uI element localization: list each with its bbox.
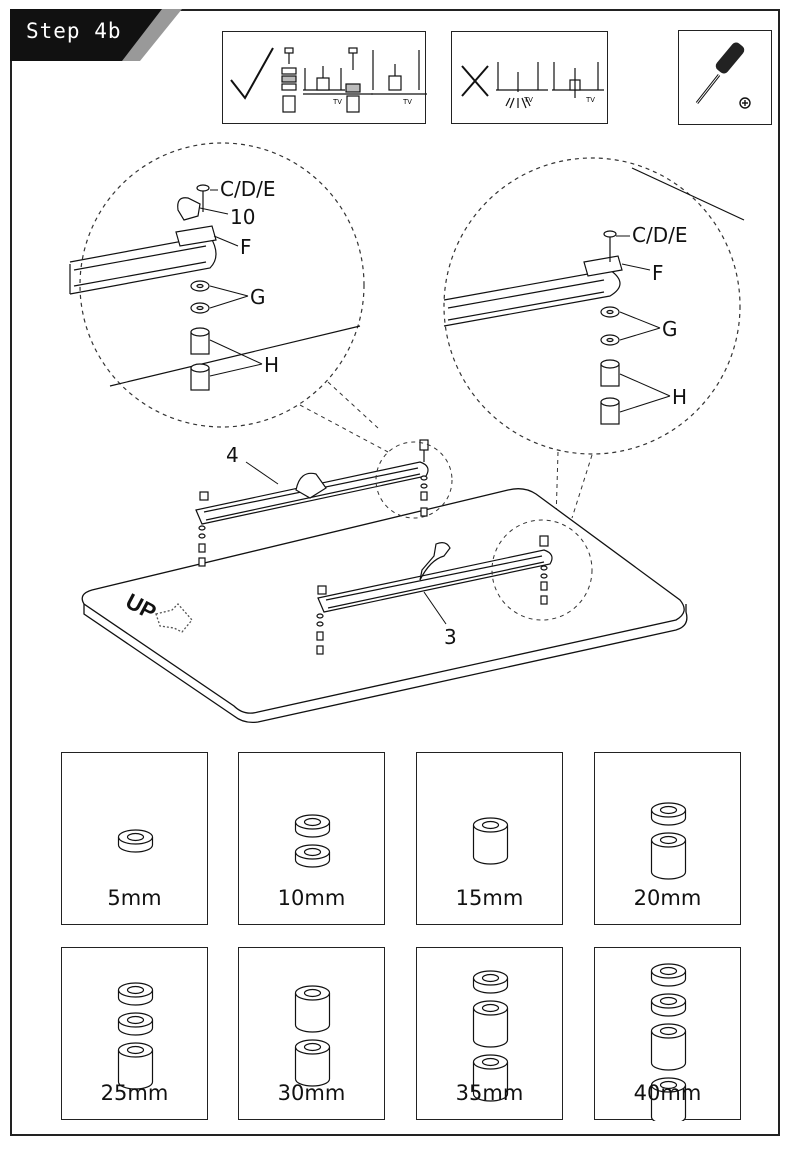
spacer-icon xyxy=(472,1054,509,1102)
spacer-option-30mm: 30mm xyxy=(238,947,385,1120)
spacer-stack-illustration xyxy=(472,817,509,865)
spacer-stack-illustration xyxy=(294,985,331,1087)
direction-arrow-icon xyxy=(155,603,193,633)
spacer-part xyxy=(190,327,210,391)
callout-clip: 10 xyxy=(230,205,255,229)
spacer-option-20mm: 20mm xyxy=(594,752,741,925)
spacer-icon xyxy=(472,817,509,865)
callout-screws: C/D/E xyxy=(220,177,275,201)
left-detail-view: C/D/E 10 F G H xyxy=(69,142,389,453)
spacer-option-label: 40mm xyxy=(633,1081,702,1105)
arm-part-4 xyxy=(195,439,429,567)
spacer-option-label: 20mm xyxy=(633,886,702,910)
step-badge xyxy=(10,9,182,61)
mount-bracket-icon xyxy=(371,50,427,95)
washer-icon xyxy=(117,829,154,853)
spacer-icon xyxy=(650,1077,687,1121)
callout-spacers: H xyxy=(264,353,279,377)
screwdriver-icon xyxy=(695,42,745,104)
wrong-installation-panel: TV TV xyxy=(451,31,608,124)
phillips-head-icon xyxy=(739,97,751,109)
spacer-option-15mm: 15mm xyxy=(416,752,563,925)
spacer-icon xyxy=(294,1039,331,1087)
washer-icon xyxy=(294,814,331,838)
spacer-option-5mm: 5mm xyxy=(61,752,208,925)
tool-panel xyxy=(678,30,772,125)
callout-screws: C/D/E xyxy=(632,223,687,247)
screw-stack-icon xyxy=(281,47,297,113)
mount-bracket-icon xyxy=(496,62,548,109)
mount-bracket-icon xyxy=(552,62,604,98)
washer-part xyxy=(600,306,620,346)
spacer-stack-illustration xyxy=(117,829,154,853)
spacer-icon xyxy=(294,985,331,1033)
washer-part xyxy=(190,280,210,314)
spacer-option-label: 35mm xyxy=(455,1081,524,1105)
correct-installation-panel: TV TV xyxy=(222,31,427,124)
spacer-stack-illustration xyxy=(650,963,687,1121)
mount-bracket-icon xyxy=(303,66,373,95)
spacer-icon xyxy=(472,1000,509,1048)
spacer-icon xyxy=(650,1023,687,1071)
spacer-option-25mm: 25mm xyxy=(61,947,208,1120)
washer-icon xyxy=(650,802,687,826)
spacer-option-label: 15mm xyxy=(455,886,524,910)
spacer-stack-illustration xyxy=(117,982,154,1090)
spacer-icon xyxy=(117,1042,154,1090)
washer-icon xyxy=(294,844,331,868)
arm-part-3 xyxy=(316,535,553,655)
washer-icon xyxy=(117,1012,154,1036)
washer-icon xyxy=(117,982,154,1006)
callout-washers: G xyxy=(662,317,678,341)
tv-label: TV xyxy=(524,97,533,104)
spacer-option-label: 25mm xyxy=(100,1081,169,1105)
stand-base-board: UP xyxy=(81,488,688,724)
spacer-stack-illustration xyxy=(294,814,331,868)
tv-label: TV xyxy=(586,97,595,104)
tv-label: TV xyxy=(403,99,412,106)
spacer-option-label: 5mm xyxy=(107,886,162,910)
callout-spacers: H xyxy=(672,385,687,409)
spacer-stack-illustration xyxy=(650,802,687,880)
check-mark-icon xyxy=(230,47,274,100)
assembly-diagram: C/D/E 10 F G H xyxy=(69,142,745,724)
spacer-part xyxy=(600,359,620,425)
cross-mark-icon xyxy=(461,65,489,97)
washer-icon xyxy=(650,993,687,1017)
washer-icon xyxy=(650,963,687,987)
spacer-option-35mm: 35mm xyxy=(416,947,563,1120)
spacer-option-40mm: 40mm xyxy=(594,947,741,1121)
step-label: Step 4b xyxy=(26,19,122,43)
callout-arm-top: 4 xyxy=(226,443,239,467)
right-detail-view: C/D/E F G H xyxy=(443,157,745,521)
tv-label: TV xyxy=(333,99,342,106)
spacer-stack-illustration xyxy=(472,970,509,1102)
callout-arm-bottom: 3 xyxy=(444,625,457,649)
callout-bracket: F xyxy=(652,261,664,285)
screw-part xyxy=(603,230,617,262)
spacer-icon xyxy=(650,832,687,880)
screw-stack-icon xyxy=(345,47,361,113)
page-frame xyxy=(10,9,780,1136)
spacer-option-label: 10mm xyxy=(277,886,346,910)
spacer-option-10mm: 10mm xyxy=(238,752,385,925)
callout-bracket: F xyxy=(240,235,252,259)
spacer-option-label: 30mm xyxy=(277,1081,346,1105)
washer-icon xyxy=(472,970,509,994)
callout-washers: G xyxy=(250,285,266,309)
cable-clip-part xyxy=(177,197,201,221)
